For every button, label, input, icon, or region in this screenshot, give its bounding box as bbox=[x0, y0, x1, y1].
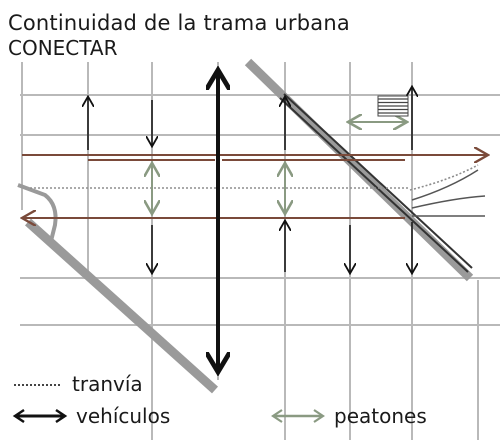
crosswalk-icon bbox=[377, 95, 409, 117]
right-branch-roads bbox=[411, 169, 486, 217]
diagram-subtitle: CONECTAR bbox=[8, 36, 118, 60]
bidirectional-arrow-icon bbox=[12, 408, 68, 424]
diagram-title: Continuidad de la trama urbana bbox=[8, 11, 350, 35]
dotted-line-icon bbox=[14, 384, 62, 386]
legend-tram-label: tranvía bbox=[72, 372, 143, 396]
vehicle-arrows bbox=[88, 70, 412, 372]
legend-pedestrians: peatones bbox=[270, 404, 427, 428]
legend-vehicles-label: vehículos bbox=[76, 404, 171, 428]
legend-vehicles: vehículos bbox=[12, 404, 170, 428]
pedestrian-arrow-icon bbox=[271, 409, 325, 423]
diagonal-road-line bbox=[279, 93, 473, 273]
legend-tram: tranvía bbox=[12, 372, 143, 396]
tram-line bbox=[30, 164, 479, 191]
pedestrian-arrows bbox=[152, 122, 405, 212]
main-horizontal-roads bbox=[22, 155, 486, 218]
legend-pedestrians-label: peatones bbox=[334, 404, 427, 428]
